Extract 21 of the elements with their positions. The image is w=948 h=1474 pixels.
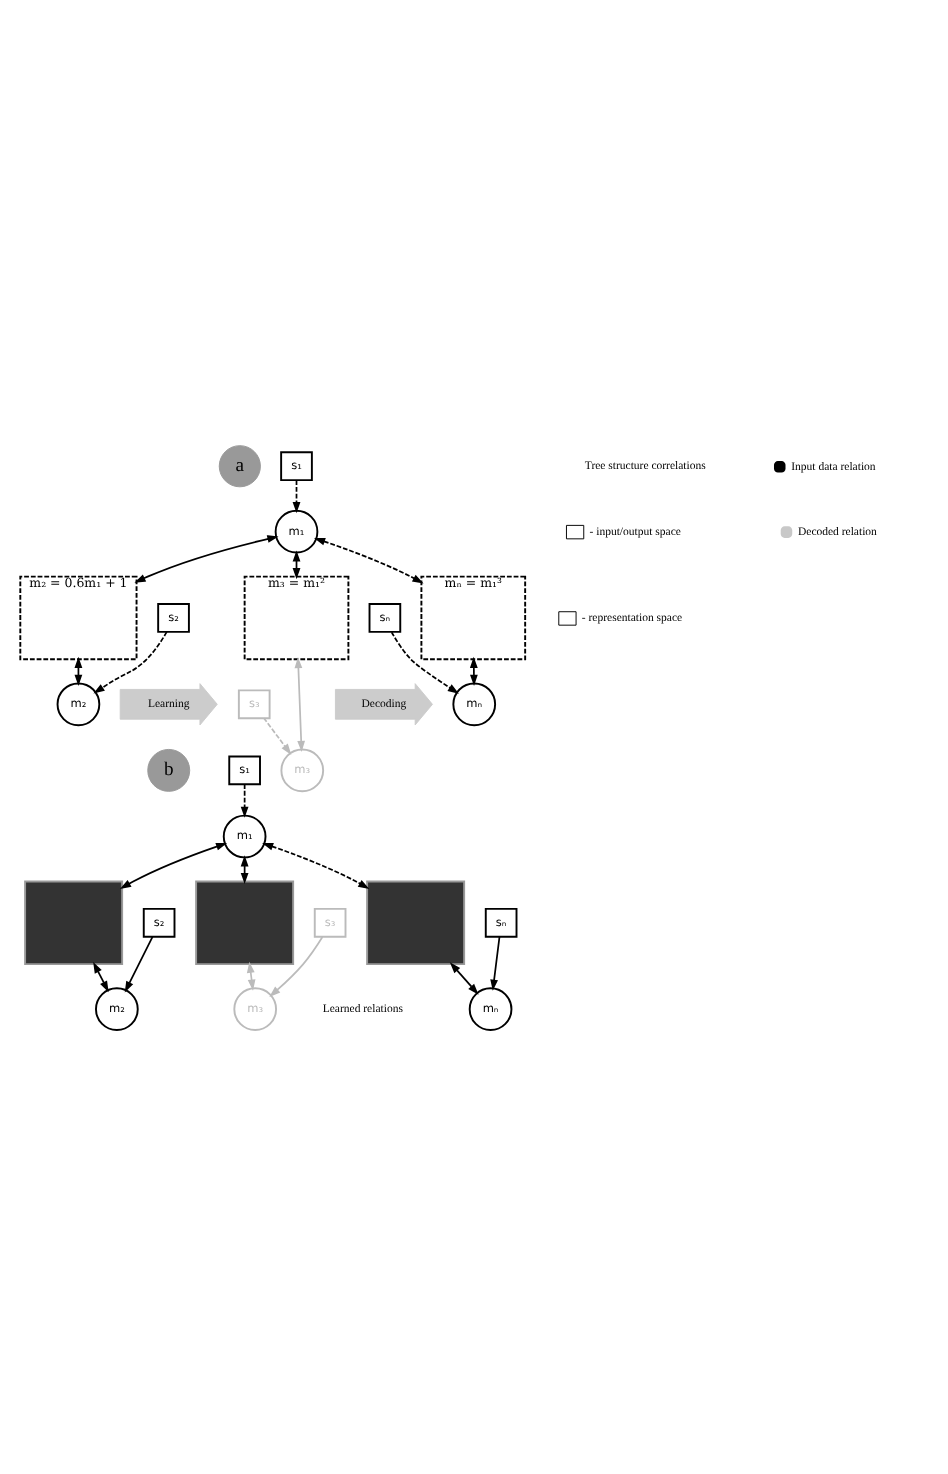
arrow	[294, 656, 306, 752]
arrow	[269, 935, 324, 996]
arrow	[449, 961, 479, 994]
arrow	[292, 478, 301, 513]
node-box	[195, 879, 295, 965]
arrow	[262, 841, 370, 889]
node-circle: b	[147, 747, 191, 791]
arrow	[93, 630, 168, 693]
arrow	[490, 935, 501, 990]
node-box	[24, 879, 124, 965]
arrow	[390, 630, 459, 693]
arrow	[469, 655, 478, 685]
arrow	[93, 960, 109, 992]
arrow	[240, 782, 249, 817]
node-circle: a	[218, 444, 261, 487]
node-box	[366, 879, 466, 965]
arrow	[119, 841, 228, 889]
arrow	[313, 536, 424, 583]
arrow	[134, 534, 279, 582]
arrow	[263, 716, 292, 754]
arrow	[124, 935, 154, 992]
